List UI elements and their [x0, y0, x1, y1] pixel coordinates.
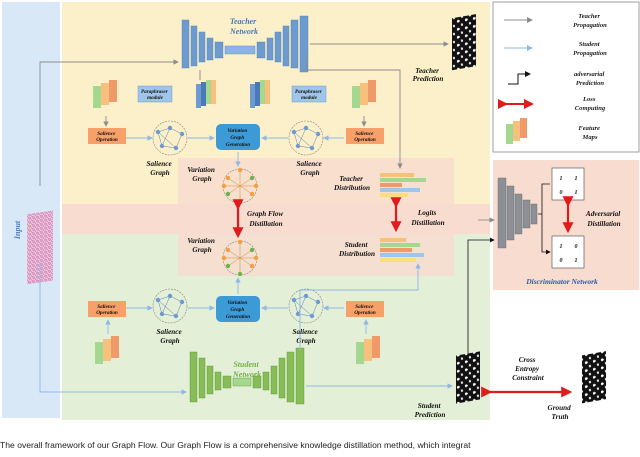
teacher-propagation-arrows [39, 41, 495, 223]
salience-operation-student-left: Salience Operation [96, 304, 118, 316]
graph-flow-distillation-label: Graph Flow Distillation [247, 210, 285, 228]
teacher-distribution-label: Teacher Distribution [333, 175, 370, 192]
teacher-feature-maps-right [352, 80, 376, 108]
salience-operation-teacher-left-box [88, 128, 126, 144]
svg-text:0: 0 [575, 244, 578, 250]
teacher-feature-maps-left [93, 80, 117, 108]
legend-adversarial-prediction: adversarial Prediction [574, 71, 606, 87]
student-feature-maps-left [95, 336, 119, 364]
teacher-prediction-image [452, 14, 476, 71]
legend: Teacher Propagation Student Propagation … [498, 13, 607, 144]
cross-entropy-constraint-label: Cross Entropy Constraint [512, 356, 545, 382]
salience-operation-teacher-left: Salience Operation [96, 131, 118, 143]
variation-graph-generation-teacher: Variation Graph Generation [226, 128, 250, 148]
salience-operation-student-left-box [88, 301, 126, 317]
salience-graph-student-right-label: Salience Graph [293, 328, 320, 345]
variation-graph-generation-teacher-box [216, 124, 260, 150]
paraphraser-module-right: Paraphraser module [295, 89, 323, 101]
adversarial-step-arrow [467, 237, 495, 360]
salience-graph-teacher-right [288, 120, 324, 156]
ground-truth-image [582, 351, 606, 404]
paraphraser-module-right-box [291, 85, 327, 103]
salience-graph-student-left [152, 288, 188, 324]
salience-operation-student-right-box [346, 301, 384, 317]
discriminator-matrix-top: 1 1 0 1 [551, 167, 585, 201]
variation-graph-generation-student-box [216, 296, 260, 322]
legend-student-propagation: Student Propagation [573, 41, 607, 57]
discriminator-network [497, 177, 538, 249]
salience-operation-teacher-right: Salience Operation [354, 131, 376, 143]
teacher-network-label: Teacher Network [229, 17, 258, 36]
student-propagation-arrows [39, 135, 453, 395]
discriminator-network-label: Discriminator Network [525, 277, 598, 286]
legend-step-arrow-icon [508, 71, 531, 85]
svg-text:1: 1 [575, 258, 578, 264]
svg-text:1: 1 [575, 176, 578, 182]
salience-graph-teacher-right-label: Salience Graph [297, 160, 324, 177]
svg-text:1: 1 [560, 176, 563, 182]
svg-text:0: 0 [560, 258, 563, 264]
discriminator-matrix-bottom: 1 0 0 1 [551, 235, 585, 269]
teacher-feature-maps-mid [196, 80, 270, 108]
student-feature-maps-right [356, 336, 380, 364]
variation-graph-teacher-label: Variation Graph [187, 166, 216, 183]
figure-caption: The overall framework of our Graph Flow.… [0, 440, 471, 450]
svg-text:1: 1 [575, 190, 578, 196]
teacher-network [181, 15, 309, 73]
legend-feature-maps-icon [506, 118, 527, 144]
salience-graph-teacher-left-label: Salience Graph [147, 160, 174, 177]
legend-feature-maps: Feature Maps [578, 125, 601, 141]
legend-teacher-propagation: Teacher Propagation [573, 13, 607, 29]
student-prediction-label: Student Prediction [415, 402, 446, 419]
input-strip [2, 2, 60, 418]
salience-operation-student-right: Salience Operation [354, 304, 376, 316]
paraphraser-module-left: Paraphraser module [141, 89, 169, 101]
variation-graph-student-label: Variation Graph [187, 237, 216, 254]
student-distribution-label: Student Distribution [338, 241, 375, 258]
salience-graph-student-right [288, 288, 324, 324]
student-network-label: Student Network [232, 360, 261, 379]
ground-truth-label: Ground Truth [548, 404, 573, 421]
variation-graph-generation-student: Variation Graph Generation [226, 300, 250, 320]
legend-loss-computing: Loss Computing [575, 96, 606, 112]
teacher-prediction-label: Teacher Prediction [413, 67, 444, 83]
variation-graph-student [221, 239, 259, 277]
logits-distillation-label: Logits Distillation [410, 209, 444, 227]
paraphraser-module-left-box [137, 85, 173, 103]
adversarial-distillation-label: Adversarial Distillation [585, 210, 622, 228]
salience-graph-student-left-label: Salience Graph [157, 328, 184, 345]
discriminator-branch-arrows [538, 183, 550, 252]
student-prediction-image [456, 351, 480, 404]
teacher-distribution-bars [380, 173, 426, 197]
student-distribution-bars [380, 238, 424, 262]
salience-graph-teacher-left [152, 120, 188, 156]
input-image [27, 210, 53, 285]
svg-text:1: 1 [560, 244, 563, 250]
salience-operation-teacher-right-box [346, 128, 384, 144]
input-label: Input [13, 220, 22, 240]
student-network [189, 347, 305, 405]
svg-text:0: 0 [560, 190, 563, 196]
